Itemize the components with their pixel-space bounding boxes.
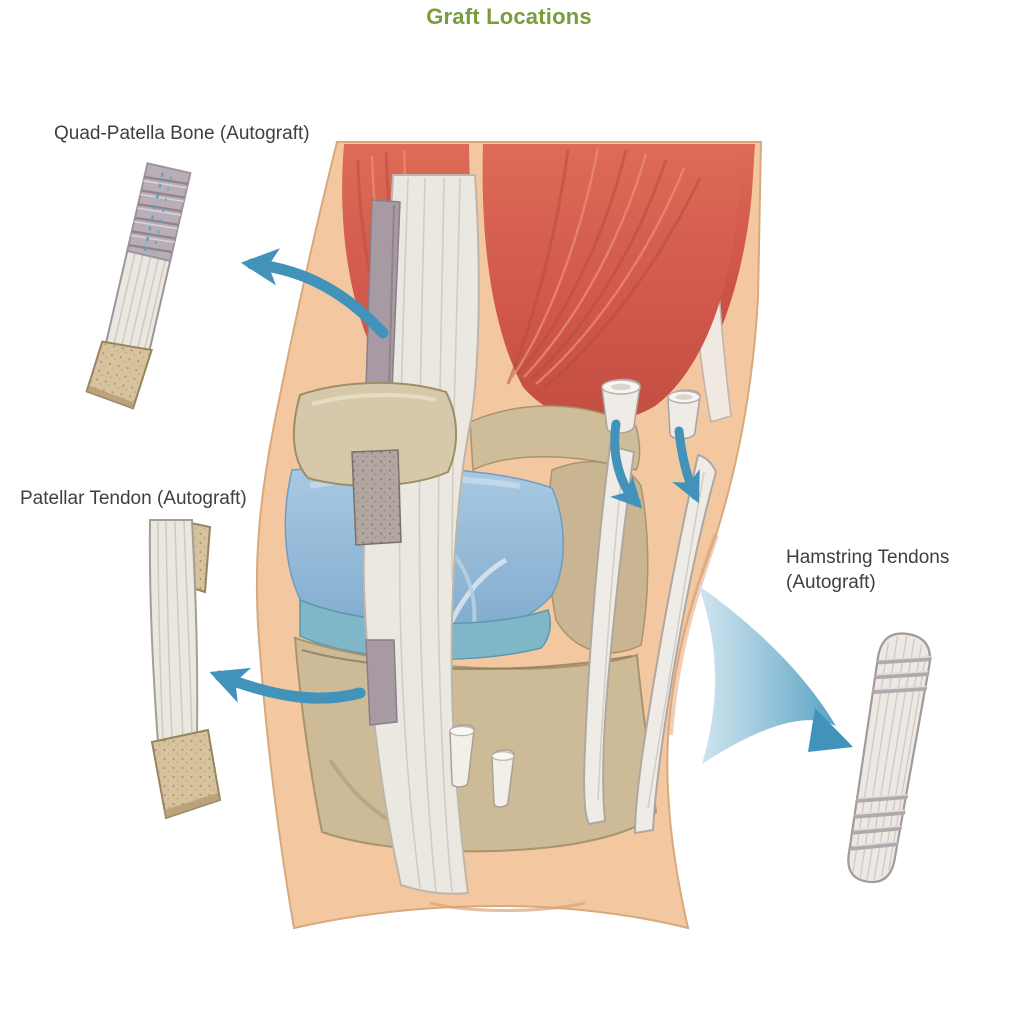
- cut-tendon-stumps: [601, 378, 701, 440]
- label-hamstring-line2: (Autograft): [786, 572, 876, 594]
- label-hamstring-tendons: Hamstring Tendons (Autograft): [786, 545, 949, 595]
- arrow-hamstring-left: [610, 419, 643, 509]
- figure-title: Graft Locations: [426, 4, 592, 29]
- label-hamstring-line1: Hamstring Tendons: [786, 547, 950, 568]
- hamstring-tendons-insitu: [583, 444, 718, 835]
- patella-bone: [292, 381, 457, 546]
- tibial-tendon-stumps: [449, 724, 515, 808]
- patellar-tendon-graft: [148, 519, 222, 820]
- quad-patella-bone-graft: [85, 162, 192, 410]
- label-quad-patella-bone: Quad-Patella Bone (Autograft): [54, 123, 310, 144]
- arrow-patellar-graft: [209, 667, 366, 704]
- arrow-quad-graft: [240, 248, 389, 339]
- callout-arrows: [209, 248, 700, 704]
- hamstring-tendon-graft: [847, 632, 932, 884]
- hamstring-funnel-arrow: [698, 585, 853, 764]
- arrow-hamstring-right: [672, 426, 700, 504]
- label-patellar-tendon: Patellar Tendon (Autograft): [20, 488, 247, 509]
